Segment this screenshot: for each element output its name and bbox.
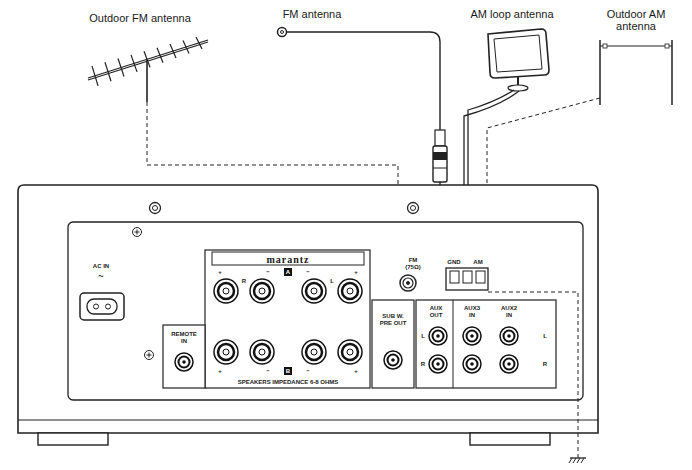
terminal-label: AM (473, 259, 482, 266)
subwoofer-jack (372, 300, 414, 388)
speaker-rating: SPEAKERS IMPEDANCE 6-8 OHMS (238, 379, 339, 386)
am-terminal (446, 268, 488, 290)
connector-label: AUX2 IN (501, 305, 517, 318)
channel-badge: A (284, 268, 292, 276)
ac-inlet (80, 293, 124, 320)
channel-label: R (543, 361, 547, 368)
connector-label: AUX3 IN (464, 305, 480, 318)
polarity-mark: + (354, 269, 358, 276)
channel-badge: B (284, 367, 292, 375)
connector-label: SUB W. PRE OUT (378, 313, 408, 326)
channel-label: R (242, 278, 246, 285)
aux-jack-block (416, 300, 556, 388)
polarity-mark: + (218, 368, 222, 375)
channel-label: L (330, 278, 334, 285)
channel-label: R (421, 361, 425, 368)
remote-in-jack (163, 325, 205, 388)
antenna-label: FM antenna (283, 8, 342, 20)
terminal-label: GND (447, 259, 460, 266)
antenna-label: Outdoor FM antenna (89, 12, 191, 24)
chassis-screw (150, 203, 419, 214)
connector-label: REMOTE IN (171, 331, 197, 344)
outdoor-am-antenna (600, 40, 672, 105)
polarity-mark: − (306, 368, 310, 375)
receiver-chassis (18, 185, 598, 445)
polarity-mark: + (218, 269, 222, 276)
connector-label: AUX OUT (430, 305, 443, 318)
antenna-label: AM loop antenna (470, 8, 553, 20)
fm-connector (400, 275, 416, 291)
outdoor-fm-antenna (88, 37, 208, 102)
connector-label: FM (75Ω) (405, 257, 420, 270)
polarity-mark: − (266, 269, 270, 276)
antenna-label: Outdoor AM antenna (605, 8, 667, 32)
brand-name: marantz (266, 254, 309, 265)
channel-label: L (421, 333, 425, 340)
polarity-mark: + (354, 368, 358, 375)
connector-label: AC IN (93, 263, 109, 270)
polarity-mark: − (306, 269, 310, 276)
ac-symbol: ~ (98, 272, 103, 282)
speaker-terminal-block (205, 250, 370, 388)
polarity-mark: − (266, 368, 270, 375)
channel-label: L (543, 333, 547, 340)
